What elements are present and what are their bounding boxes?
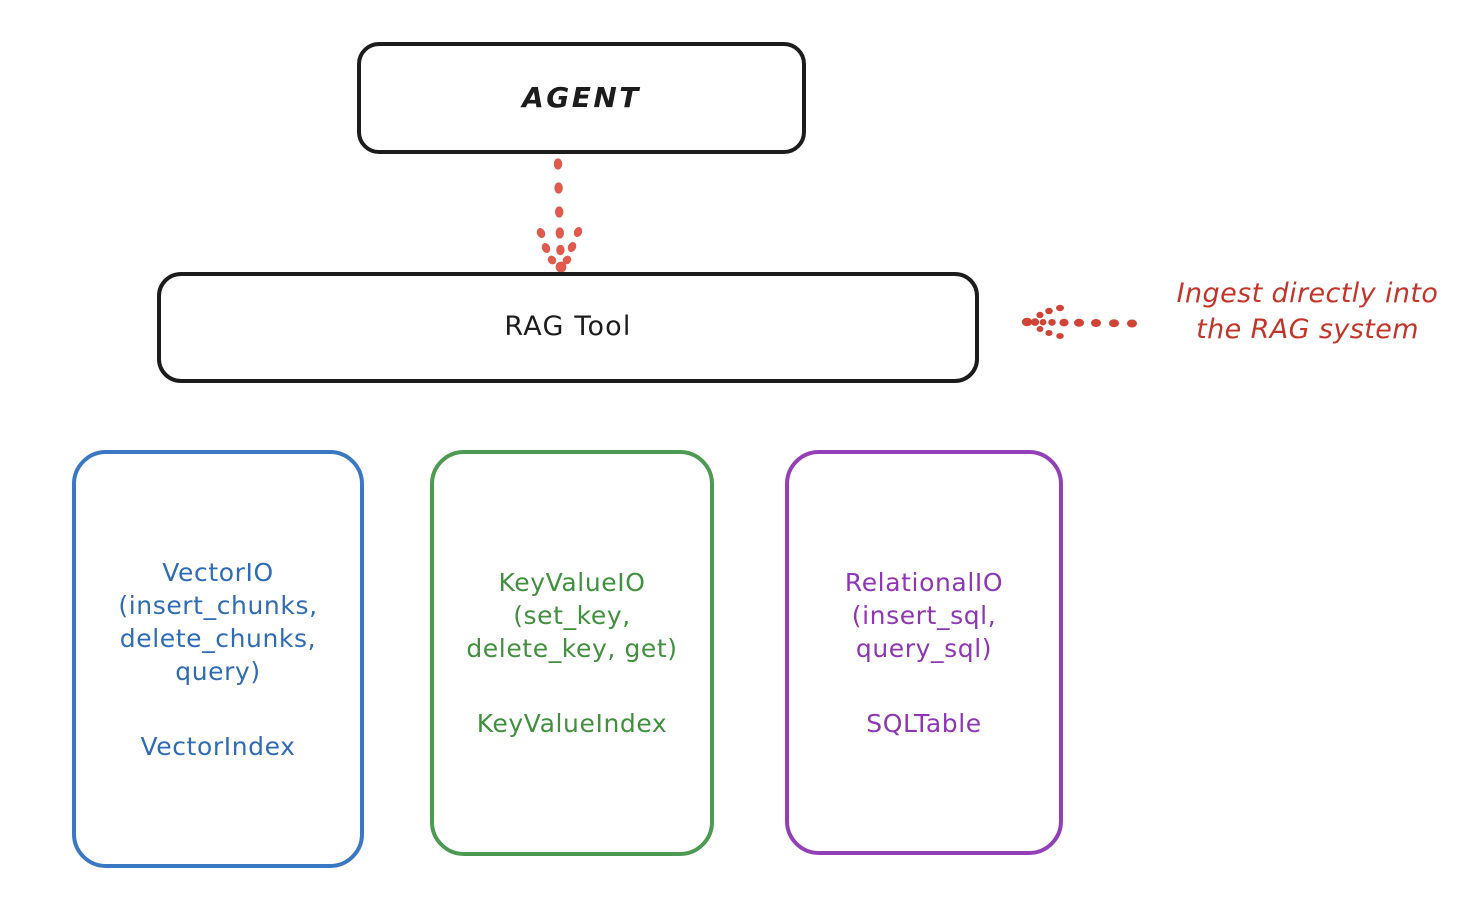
node-relational-io[interactable]: RelationalIO (insert_sql, query_sql) SQL…	[785, 450, 1063, 855]
node-relational-io-label: RelationalIO (insert_sql, query_sql)	[844, 567, 1004, 663]
node-rag-tool[interactable]: RAG Tool	[157, 272, 979, 383]
annotation-ingest: Ingest directly into the RAG system	[1176, 278, 1439, 345]
node-key-value-io-secondary-label: KeyValueIndex	[476, 709, 668, 738]
node-key-value-io-label: KeyValueIO (set_key, delete_key, get)	[466, 568, 678, 663]
node-vector-io-label: VectorIO (insert_chunks, delete_chunks, …	[118, 557, 318, 686]
connector-agent-to-rag-tool	[505, 150, 615, 280]
node-agent-label: AGENT	[522, 81, 641, 115]
connector-ingest-into-rag	[1018, 300, 1148, 348]
node-rag-tool-label: RAG Tool	[504, 311, 632, 343]
node-relational-io-secondary-label: SQLTable	[866, 708, 982, 738]
node-key-value-io[interactable]: KeyValueIO (set_key, delete_key, get) Ke…	[430, 450, 714, 856]
node-agent[interactable]: AGENT	[357, 42, 806, 154]
node-vector-io[interactable]: VectorIO (insert_chunks, delete_chunks, …	[72, 450, 364, 868]
node-vector-io-secondary-label: VectorIndex	[140, 731, 296, 761]
